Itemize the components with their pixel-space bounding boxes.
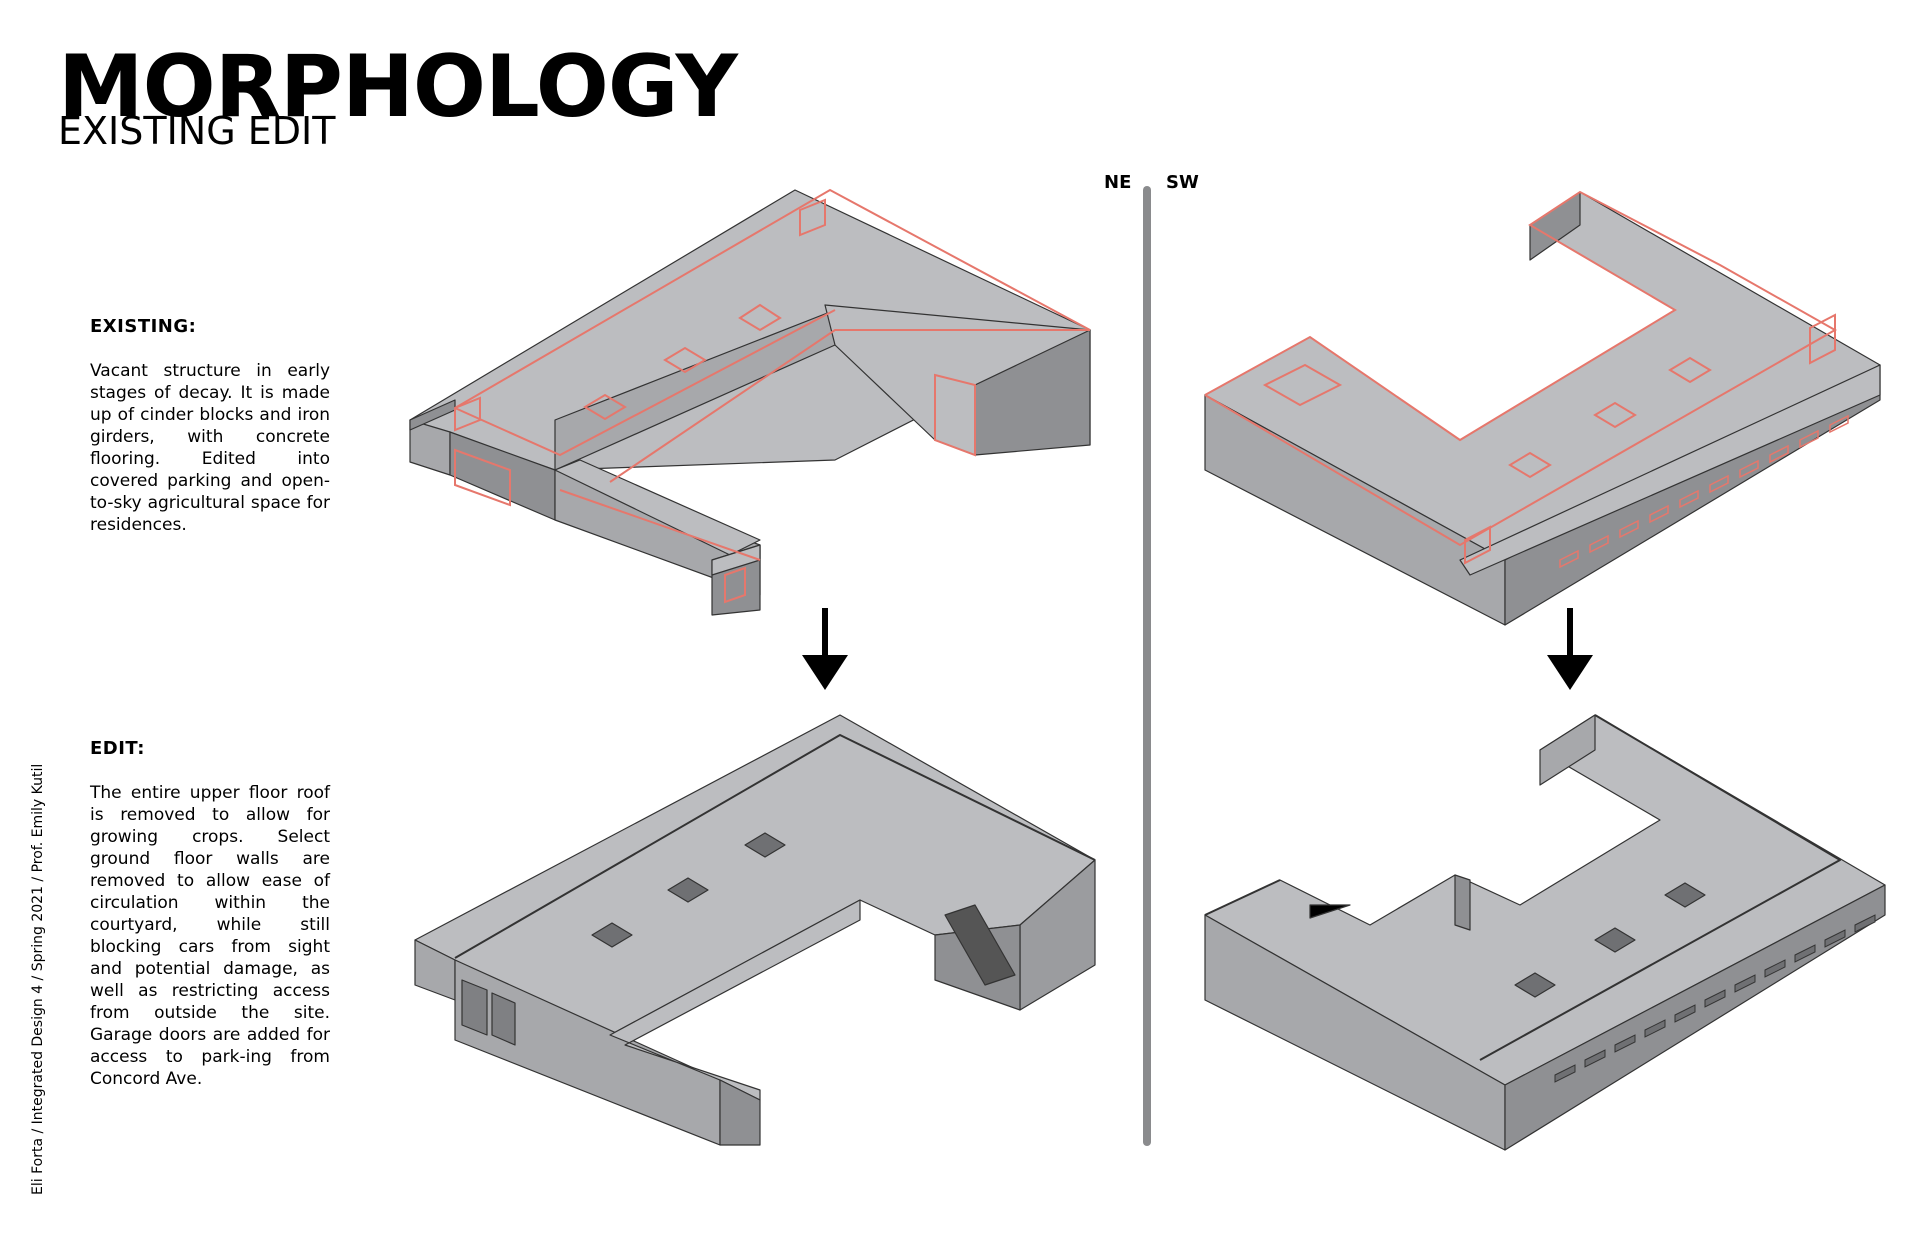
existing-description: Vacant structure in early stages of deca… [90, 361, 330, 535]
edit-heading: EDIT: [90, 738, 145, 759]
edit-description: The entire upper floor roof is removed t… [90, 783, 330, 1089]
orientation-divider [1143, 186, 1151, 1146]
orientation-ne-label: NE [1104, 172, 1132, 193]
orientation-sw-label: SW [1166, 172, 1199, 193]
existing-sw-massing [1204, 191, 1881, 626]
existing-sw-red-outlines [1204, 190, 1838, 565]
down-arrow-icon [802, 608, 848, 690]
edit-sw-windows [1554, 914, 1876, 1083]
page-title: MORPHOLOGY [58, 37, 738, 137]
existing-ne-massing [409, 189, 1091, 616]
existing-heading: EXISTING: [90, 316, 197, 337]
edit-sw-massing [1204, 714, 1886, 1151]
existing-ne-red-outlines [454, 188, 1091, 604]
down-arrow-icon [1547, 608, 1593, 690]
existing-sw-windows [1559, 414, 1849, 569]
page-subtitle: EXISTING EDIT [58, 109, 336, 153]
edit-ne-massing [414, 714, 1096, 1146]
